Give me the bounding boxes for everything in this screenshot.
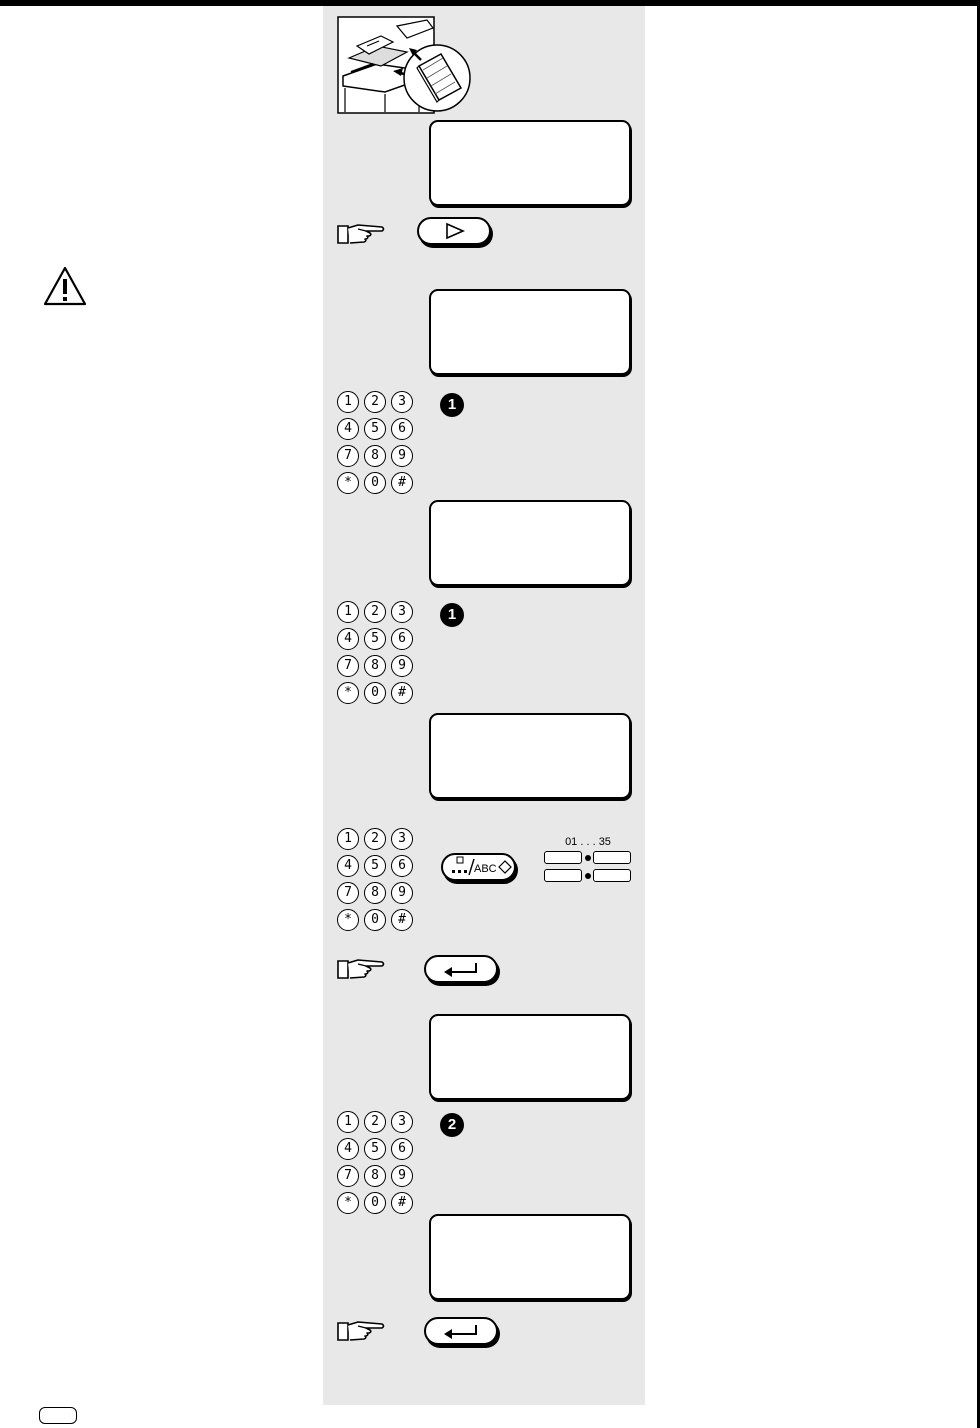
- keypad-key-star[interactable]: *: [337, 682, 359, 704]
- header-bar: [0, 0, 980, 6]
- keypad-key-2[interactable]: 2: [364, 828, 386, 850]
- keypad-key-5[interactable]: 5: [364, 418, 386, 440]
- keypad-key-hash[interactable]: #: [391, 909, 413, 931]
- keypad-key-6[interactable]: 6: [391, 855, 413, 877]
- keypad-key-star[interactable]: *: [337, 472, 359, 494]
- keypad-key-1[interactable]: 1: [337, 601, 359, 623]
- keypad-key-6[interactable]: 6: [391, 1138, 413, 1160]
- step-badge: 1: [440, 393, 464, 417]
- display-screen-1: [429, 120, 631, 206]
- display-screen-5: [429, 1014, 631, 1100]
- pointing-hand-icon: [336, 221, 386, 247]
- return-arrow-icon: [444, 963, 477, 977]
- pointing-hand-icon: [336, 956, 386, 982]
- keypad-key-9[interactable]: 9: [391, 655, 413, 677]
- display-screen-2: [429, 289, 631, 375]
- keypad-key-5[interactable]: 5: [364, 855, 386, 877]
- keypad-key-5[interactable]: 5: [364, 1138, 386, 1160]
- keypad-key-1[interactable]: 1: [337, 391, 359, 413]
- one-touch-key[interactable]: [544, 869, 582, 882]
- display-screen-3: [429, 500, 631, 586]
- keypad-key-2[interactable]: 2: [364, 1111, 386, 1133]
- keypad-key-0[interactable]: 0: [364, 909, 386, 931]
- keypad-key-1[interactable]: 1: [337, 1111, 359, 1133]
- one-touch-key[interactable]: [593, 869, 631, 882]
- one-touch-keys: 01 . . . 35: [542, 836, 634, 884]
- abc-mode-icon: ABC: [452, 856, 512, 876]
- page-edge-bar: [977, 6, 980, 1428]
- one-touch-dot: [585, 855, 591, 861]
- warning-triangle-icon: [42, 265, 88, 307]
- keypad-key-7[interactable]: 7: [337, 882, 359, 904]
- keypad-key-hash[interactable]: #: [391, 472, 413, 494]
- keypad-key-4[interactable]: 4: [337, 628, 359, 650]
- keypad-key-star[interactable]: *: [337, 909, 359, 931]
- keypad-key-0[interactable]: 0: [364, 472, 386, 494]
- keypad-key-9[interactable]: 9: [391, 445, 413, 467]
- keypad-key-3[interactable]: 3: [391, 1111, 413, 1133]
- keypad-key-3[interactable]: 3: [391, 828, 413, 850]
- keypad-key-hash[interactable]: #: [391, 1192, 413, 1214]
- keypad-key-8[interactable]: 8: [364, 655, 386, 677]
- keypad-key-0[interactable]: 0: [364, 682, 386, 704]
- enter-key[interactable]: [424, 1317, 498, 1345]
- keypad-key-1[interactable]: 1: [337, 828, 359, 850]
- keypad-key-8[interactable]: 8: [364, 882, 386, 904]
- step-badge: 1: [440, 603, 464, 627]
- document-feeder-icon: [337, 16, 471, 114]
- pointing-hand-icon: [336, 1318, 386, 1344]
- keypad-key-2[interactable]: 2: [364, 391, 386, 413]
- display-screen-4: [429, 713, 631, 799]
- keypad-key-hash[interactable]: #: [391, 682, 413, 704]
- keypad-key-6[interactable]: 6: [391, 628, 413, 650]
- step-badge: 2: [440, 1113, 464, 1137]
- keypad-key-3[interactable]: 3: [391, 601, 413, 623]
- svg-text:ABC: ABC: [474, 863, 497, 875]
- one-touch-dot: [585, 873, 591, 879]
- one-touch-key[interactable]: [593, 851, 631, 864]
- one-touch-range-label: 01 . . . 35: [565, 836, 611, 848]
- keypad-key-0[interactable]: 0: [364, 1192, 386, 1214]
- return-arrow-icon: [444, 1325, 477, 1339]
- abc-mode-key[interactable]: ABC: [441, 853, 516, 881]
- enter-key[interactable]: [424, 955, 498, 983]
- keypad-key-3[interactable]: 3: [391, 391, 413, 413]
- keypad-key-8[interactable]: 8: [364, 1165, 386, 1187]
- keypad-key-9[interactable]: 9: [391, 882, 413, 904]
- start-key[interactable]: [417, 217, 491, 245]
- keypad-key-7[interactable]: 7: [337, 445, 359, 467]
- keypad-key-4[interactable]: 4: [337, 1138, 359, 1160]
- keypad-key-6[interactable]: 6: [391, 418, 413, 440]
- keypad-key-5[interactable]: 5: [364, 628, 386, 650]
- keypad-key-star[interactable]: *: [337, 1192, 359, 1214]
- keypad-key-4[interactable]: 4: [337, 418, 359, 440]
- play-triangle-icon: [446, 222, 465, 240]
- one-touch-key[interactable]: [544, 851, 582, 864]
- display-screen-6: [429, 1214, 631, 1300]
- keypad-key-8[interactable]: 8: [364, 445, 386, 467]
- keypad-key-2[interactable]: 2: [364, 601, 386, 623]
- keypad-key-7[interactable]: 7: [337, 1165, 359, 1187]
- language-flag-icon: [39, 1407, 77, 1424]
- keypad-key-9[interactable]: 9: [391, 1165, 413, 1187]
- keypad-key-4[interactable]: 4: [337, 855, 359, 877]
- keypad-key-7[interactable]: 7: [337, 655, 359, 677]
